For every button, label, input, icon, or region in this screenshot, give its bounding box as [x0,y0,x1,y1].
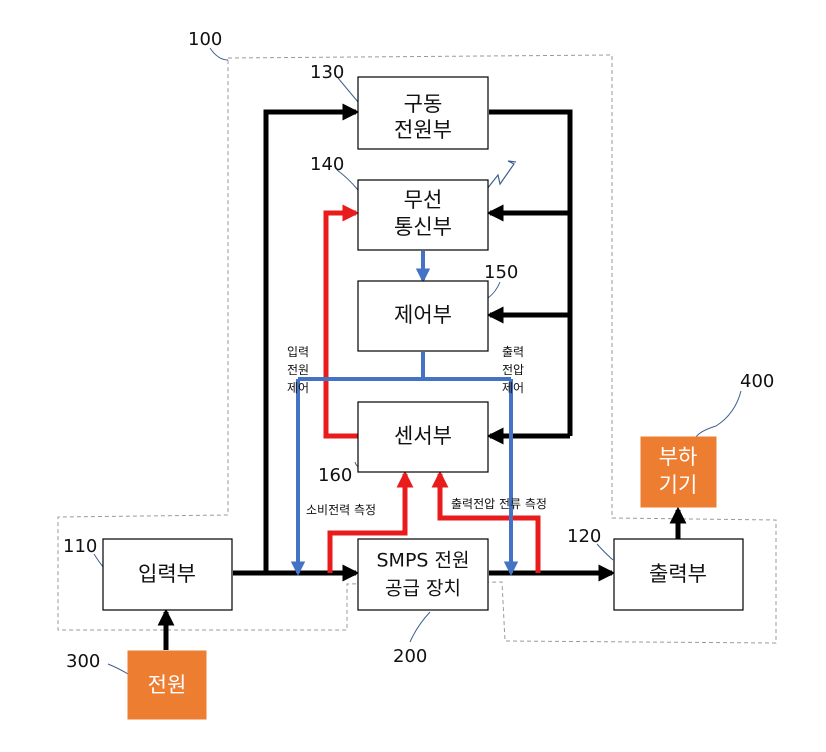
line-output-voltage-current-measure [431,470,541,573]
line-sensor-to-wireless [323,204,360,439]
leader-120 [596,543,614,561]
leader-140 [336,169,359,191]
control-label: 제어부 [394,303,452,327]
ref-200: 200 [393,646,427,667]
power-source-block: 전원 [127,650,207,720]
sensor-block: 센서부 [357,401,489,473]
drive-power-label-1: 구동 [404,92,443,116]
ref-300: 300 [66,651,100,672]
input-power-control-1: 입력 [287,345,309,359]
output-voltage-control-3: 제어 [502,381,524,395]
leader-150 [487,281,501,299]
line-drive-power-rail [489,109,573,436]
power-consumption-measure-label: 소비전력 측정 [306,503,376,517]
output-voltage-control-2: 전압 [502,363,524,377]
line-bus-to-drive-power [263,103,360,573]
line-control-bus [298,352,511,381]
leader-130 [337,77,359,103]
output-voltage-current-measure-label: 출력전압 전류 측정 [451,497,547,511]
leader-300 [107,663,129,675]
load-label-1: 부하 [659,445,698,469]
ref-140: 140 [310,154,344,175]
output-voltage-control-1: 출력 [502,345,524,359]
ref-100: 100 [188,29,222,50]
ref-130: 130 [310,62,344,83]
smps-label-2: 공급 장치 [385,578,461,600]
wireless-block: 무선 통신부 [357,179,489,251]
input-power-control-3: 제어 [287,381,309,395]
ref-160: 160 [318,465,352,486]
load-device-block: 부하 기기 [640,436,717,508]
load-label-2: 기기 [659,473,698,497]
control-block: 제어부 [357,280,489,352]
leader-400 [695,390,742,438]
wireless-label-2: 통신부 [394,215,452,239]
leader-200 [409,611,431,643]
smps-label-1: SMPS 전원 [377,550,470,572]
device-group-boundary [57,54,777,644]
drive-power-block: 구동 전원부 [357,76,489,150]
output-label: 출력부 [649,562,707,586]
sensor-label: 센서부 [394,424,452,448]
input-block: 입력부 [102,538,233,611]
output-block: 출력부 [613,538,744,611]
drive-power-label-2: 전원부 [394,118,452,142]
ref-150: 150 [484,262,518,283]
line-power-consumption-measure [327,470,414,573]
input-power-control-2: 전원 [287,363,309,377]
input-label: 입력부 [138,562,196,586]
wireless-label-1: 무선 [404,188,443,212]
smps-block: SMPS 전원 공급 장치 [357,538,489,611]
power-source-label: 전원 [148,673,187,697]
ref-110: 110 [63,536,97,557]
leader-100 [209,47,229,61]
lightning-icon [482,160,517,195]
ref-400: 400 [740,371,774,392]
ref-120: 120 [567,526,601,547]
